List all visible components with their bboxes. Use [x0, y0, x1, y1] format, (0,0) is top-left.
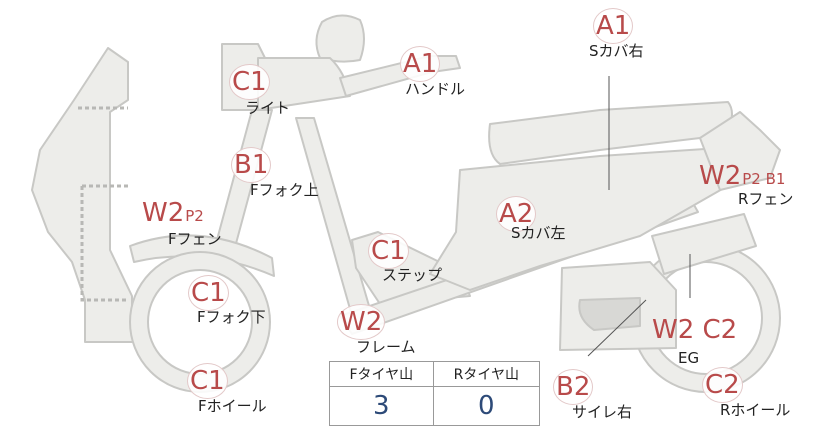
label-f-fork-upper: Fフォク上: [250, 181, 319, 199]
code-f-fork-upper[interactable]: B1: [231, 147, 272, 183]
label-s-cover-right: Sカバ右: [589, 42, 644, 60]
code-frame[interactable]: W2: [337, 304, 386, 340]
rear-tread-value[interactable]: 0: [432, 386, 541, 426]
code-light[interactable]: C1: [229, 64, 270, 100]
swing-arm-shape: [578, 297, 641, 331]
label-r-wheel: Rホイール: [720, 401, 791, 419]
code-s-cover-right[interactable]: A1: [593, 8, 634, 44]
code-muffler-right[interactable]: B2: [553, 369, 594, 405]
code-r-fender[interactable]: W2P2 B1: [699, 161, 786, 191]
label-muffler-right: サイレ右: [572, 403, 633, 421]
code-step[interactable]: C1: [368, 233, 409, 269]
label-f-wheel: Fホイール: [198, 397, 267, 415]
front-tread-value[interactable]: 3: [329, 386, 434, 426]
code-s-cover-left[interactable]: A2: [496, 196, 537, 232]
code-f-fork-lower[interactable]: C1: [188, 275, 229, 311]
muffler-shape: [651, 213, 757, 275]
frame-tube-shape: [295, 117, 373, 317]
label-s-cover-left: Sカバ左: [511, 224, 566, 242]
code-r-wheel[interactable]: C2: [702, 367, 743, 403]
label-f-fender: Fフェン: [168, 230, 222, 248]
rear-fender-shape: [699, 111, 781, 191]
label-eg: EG: [678, 349, 700, 367]
label-step: ステップ: [382, 266, 443, 284]
code-f-wheel[interactable]: C1: [187, 363, 228, 399]
code-handle[interactable]: A1: [400, 46, 441, 82]
code-eg[interactable]: W2 C2: [652, 315, 738, 345]
label-frame: フレーム: [356, 338, 416, 356]
code-f-fender[interactable]: W2P2: [142, 198, 204, 228]
rear-tread-header: Rタイヤ山: [432, 361, 541, 387]
label-light: ライト: [245, 99, 291, 117]
mirror-shape: [315, 14, 365, 63]
label-f-fork-lower: Fフォク下: [197, 308, 266, 326]
side-cover-shape: [429, 147, 725, 291]
label-handle: ハンドル: [405, 80, 466, 98]
front-tread-header: Fタイヤ山: [329, 361, 434, 387]
tire-tread-table: Fタイヤ山 Rタイヤ山 3 0: [329, 361, 541, 426]
label-r-fender: Rフェン: [738, 190, 794, 208]
